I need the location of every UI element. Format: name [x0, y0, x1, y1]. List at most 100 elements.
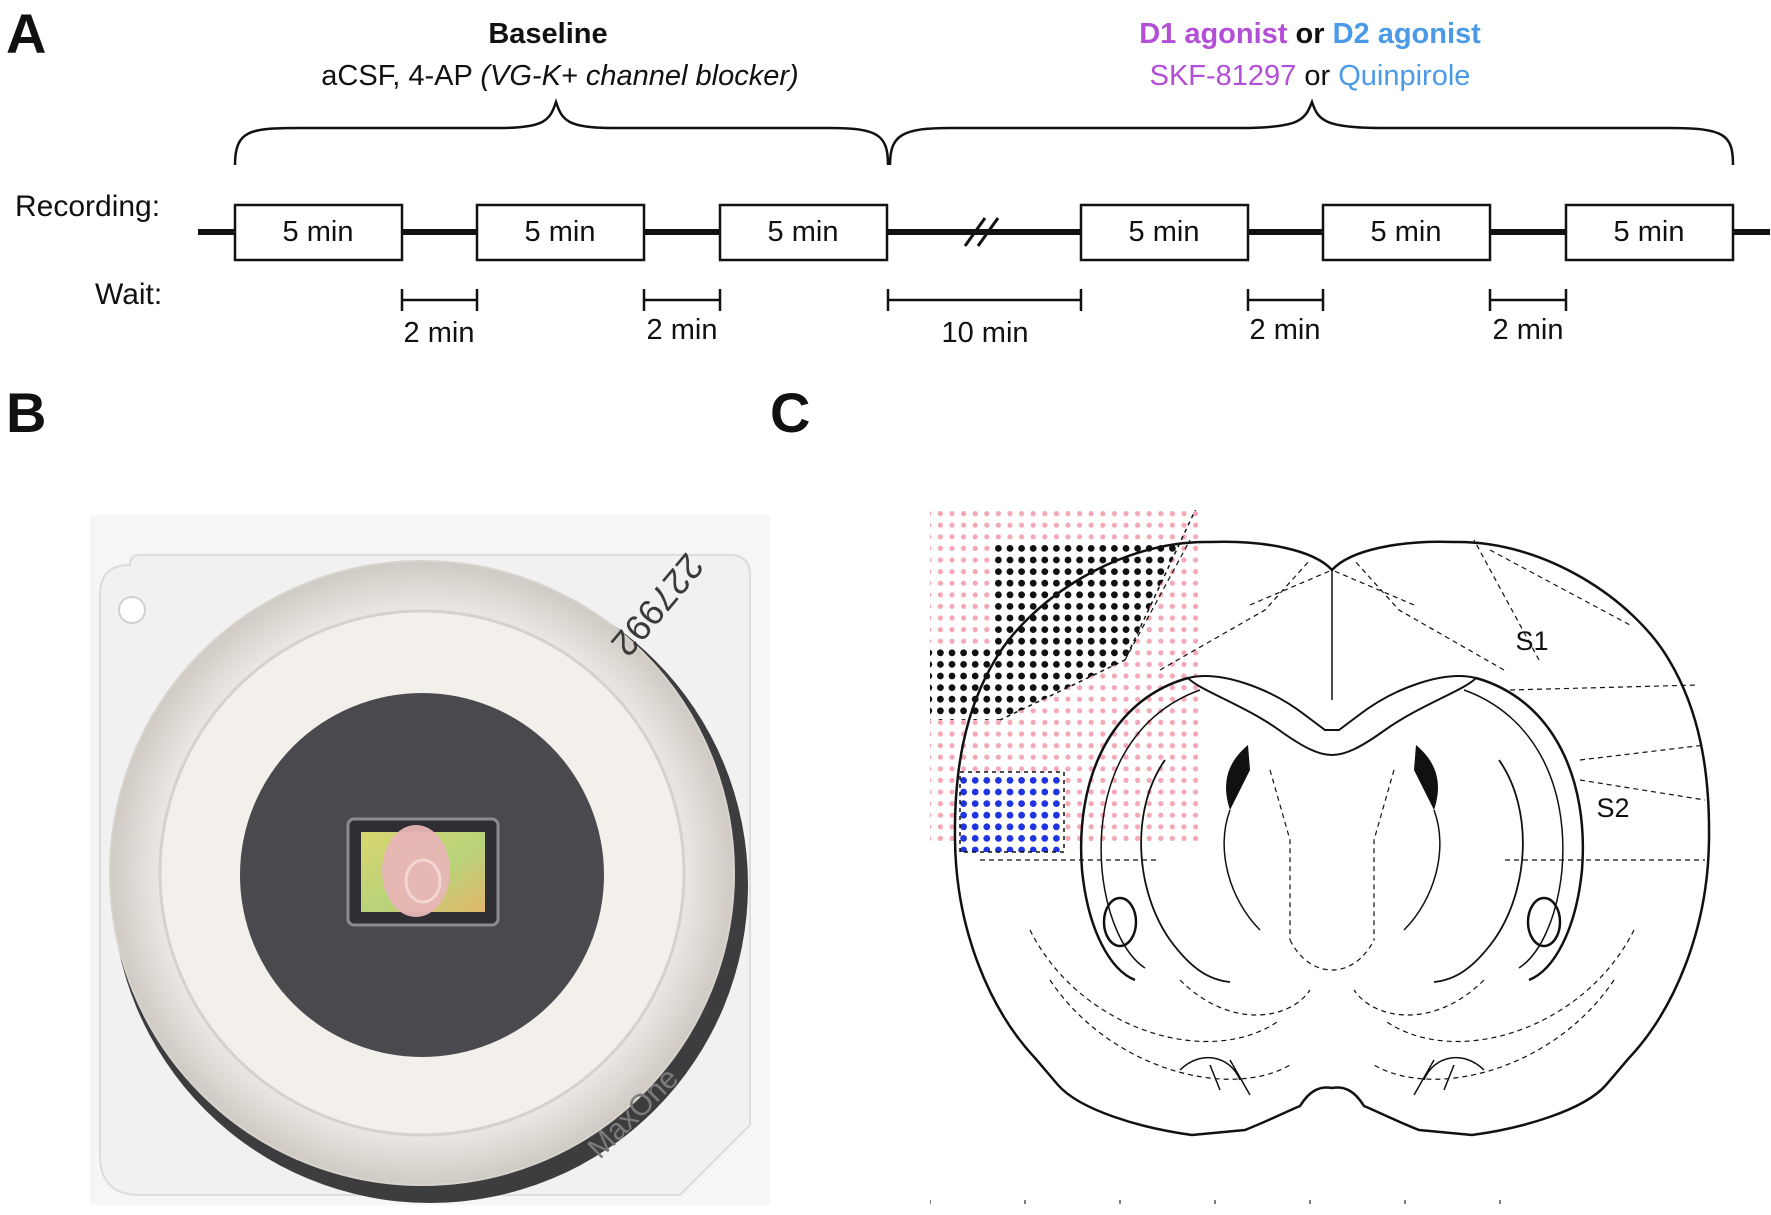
- electrode-dot-pink: [1193, 685, 1199, 691]
- electrode-dot-black: [1064, 614, 1072, 622]
- d1-agonist-title: D1 agonist: [1139, 18, 1288, 50]
- electrode-dot-pink: [961, 592, 967, 598]
- electrode-dot-pink: [972, 569, 978, 575]
- electrode-dot-pink: [949, 603, 955, 609]
- electrode-dot-black: [1099, 591, 1107, 599]
- electrode-dot-pink: [1181, 603, 1187, 609]
- electrode-dot-pink: [1193, 708, 1199, 714]
- electrode-dot-blue: [971, 846, 979, 852]
- electrode-dot-black: [1006, 649, 1014, 657]
- electrode-dot-pink: [1123, 766, 1129, 772]
- electrode-dot-pink: [1053, 534, 1059, 540]
- electrode-dot-pink: [937, 812, 943, 818]
- electrode-dot-pink: [1077, 754, 1083, 760]
- electrode-dot-pink: [1065, 719, 1071, 725]
- electrode-dot-black: [1029, 568, 1037, 575]
- electrode-dot-pink: [1146, 534, 1152, 540]
- electrode-dot-black: [937, 847, 944, 854]
- electrode-dot-black: [1123, 847, 1130, 854]
- electrode-dot-black: [1064, 672, 1072, 680]
- mea-device-photo: 227992 MaxOne: [90, 515, 770, 1205]
- electrode-dot-pink: [937, 766, 943, 772]
- electrode-dot-pink: [1077, 743, 1083, 749]
- electrode-dot-black: [1064, 637, 1072, 645]
- region-label-s2: S2: [1596, 793, 1629, 823]
- electrode-dot-pink: [930, 511, 932, 516]
- electrode-dot-black: [1111, 603, 1118, 610]
- electrode-dot-blue: [960, 811, 967, 819]
- electrode-dot-pink: [1193, 603, 1199, 609]
- electrode-dot-pink: [1158, 743, 1164, 749]
- electrode-dot-pink: [1100, 754, 1106, 760]
- electrode-dot-pink: [930, 604, 932, 609]
- electrode-dot-pink: [1077, 534, 1083, 540]
- electrode-dot-pink: [995, 511, 1001, 517]
- electrode-dot-blue: [1018, 777, 1025, 784]
- electrode-dot-pink: [1169, 580, 1175, 586]
- electrode-dot-pink: [995, 754, 1001, 760]
- recording-box-4: [1079, 203, 1250, 262]
- electrode-dot-pink: [1100, 696, 1106, 702]
- electrode-dot-pink: [937, 754, 943, 760]
- electrode-dot-pink: [1158, 731, 1164, 737]
- electrode-dot-pink: [1169, 627, 1175, 633]
- electrode-dot-pink: [1053, 719, 1059, 725]
- electrode-dot-pink: [972, 603, 978, 609]
- electrode-dot-pink: [949, 812, 955, 818]
- electrode-dot-black: [971, 649, 979, 657]
- electrode-dot-black: [937, 684, 944, 691]
- electrode-dot-pink: [1135, 789, 1141, 795]
- electrode-dot-black: [1041, 614, 1049, 622]
- electrode-dot-pink: [1146, 812, 1152, 818]
- electrode-dot-pink: [1123, 673, 1129, 679]
- electrode-dot-pink: [1053, 766, 1059, 772]
- electrode-dot-black: [948, 661, 956, 668]
- electrode-dot-pink: [972, 545, 978, 551]
- electrode-dot-pink: [1158, 673, 1164, 679]
- electrode-dot-pink: [1111, 511, 1117, 517]
- electrode-dot-pink: [1135, 650, 1141, 656]
- electrode-dot-pink: [961, 766, 967, 772]
- electrode-dot-black: [930, 684, 933, 692]
- electrode-dot-black: [1122, 545, 1130, 552]
- electrode-dot-black: [1076, 556, 1083, 564]
- electrode-dot-pink: [949, 522, 955, 528]
- wait-bracket-5: [1488, 289, 1568, 311]
- electrode-dot-pink: [972, 522, 978, 528]
- electrode-dot-black: [1029, 672, 1037, 680]
- electrode-dot-pink: [1193, 580, 1199, 586]
- electrode-dot-pink: [1007, 719, 1013, 725]
- electrode-dot-black: [1111, 614, 1118, 622]
- electrode-dot-black: [1041, 579, 1049, 587]
- electrode-dot-black: [937, 672, 944, 680]
- electrode-dot-black: [1134, 568, 1141, 575]
- electrode-dot-pink: [937, 801, 943, 807]
- electrode-dot-pink: [1100, 719, 1106, 725]
- electrode-dot-pink: [1030, 731, 1036, 737]
- electrode-dot-black: [1076, 545, 1083, 552]
- electrode-dot-blue: [1041, 835, 1049, 842]
- wait-time-5: 2 min: [1492, 314, 1564, 346]
- electrode-dot-pink: [930, 754, 932, 760]
- electrode-dot-pink: [930, 812, 932, 818]
- electrode-dot-black: [1018, 695, 1025, 703]
- electrode-dot-pink: [1030, 719, 1036, 725]
- electrode-dot-black: [1145, 556, 1153, 564]
- electrode-dot-black: [1145, 545, 1153, 552]
- electrode-dot-pink: [1077, 731, 1083, 737]
- electrode-dot-black: [948, 684, 956, 691]
- electrode-dot-black: [1145, 591, 1153, 599]
- electrode-dot-pink: [1088, 789, 1094, 795]
- electrode-dot-pink: [949, 766, 955, 772]
- electrode-dot-blue: [960, 777, 967, 784]
- electrode-dot-black: [1181, 847, 1188, 854]
- electrode-dot-black: [1053, 661, 1060, 668]
- electrode-dot-blue: [1006, 777, 1014, 784]
- electrode-dot-black: [1029, 614, 1037, 622]
- electrode-dot-pink: [1158, 696, 1164, 702]
- electrode-dot-pink: [1030, 743, 1036, 749]
- electrode-dot-pink: [949, 580, 955, 586]
- electrode-dot-pink: [984, 592, 990, 598]
- electrode-dot-pink: [1146, 777, 1152, 783]
- baseline-brace: [233, 98, 890, 166]
